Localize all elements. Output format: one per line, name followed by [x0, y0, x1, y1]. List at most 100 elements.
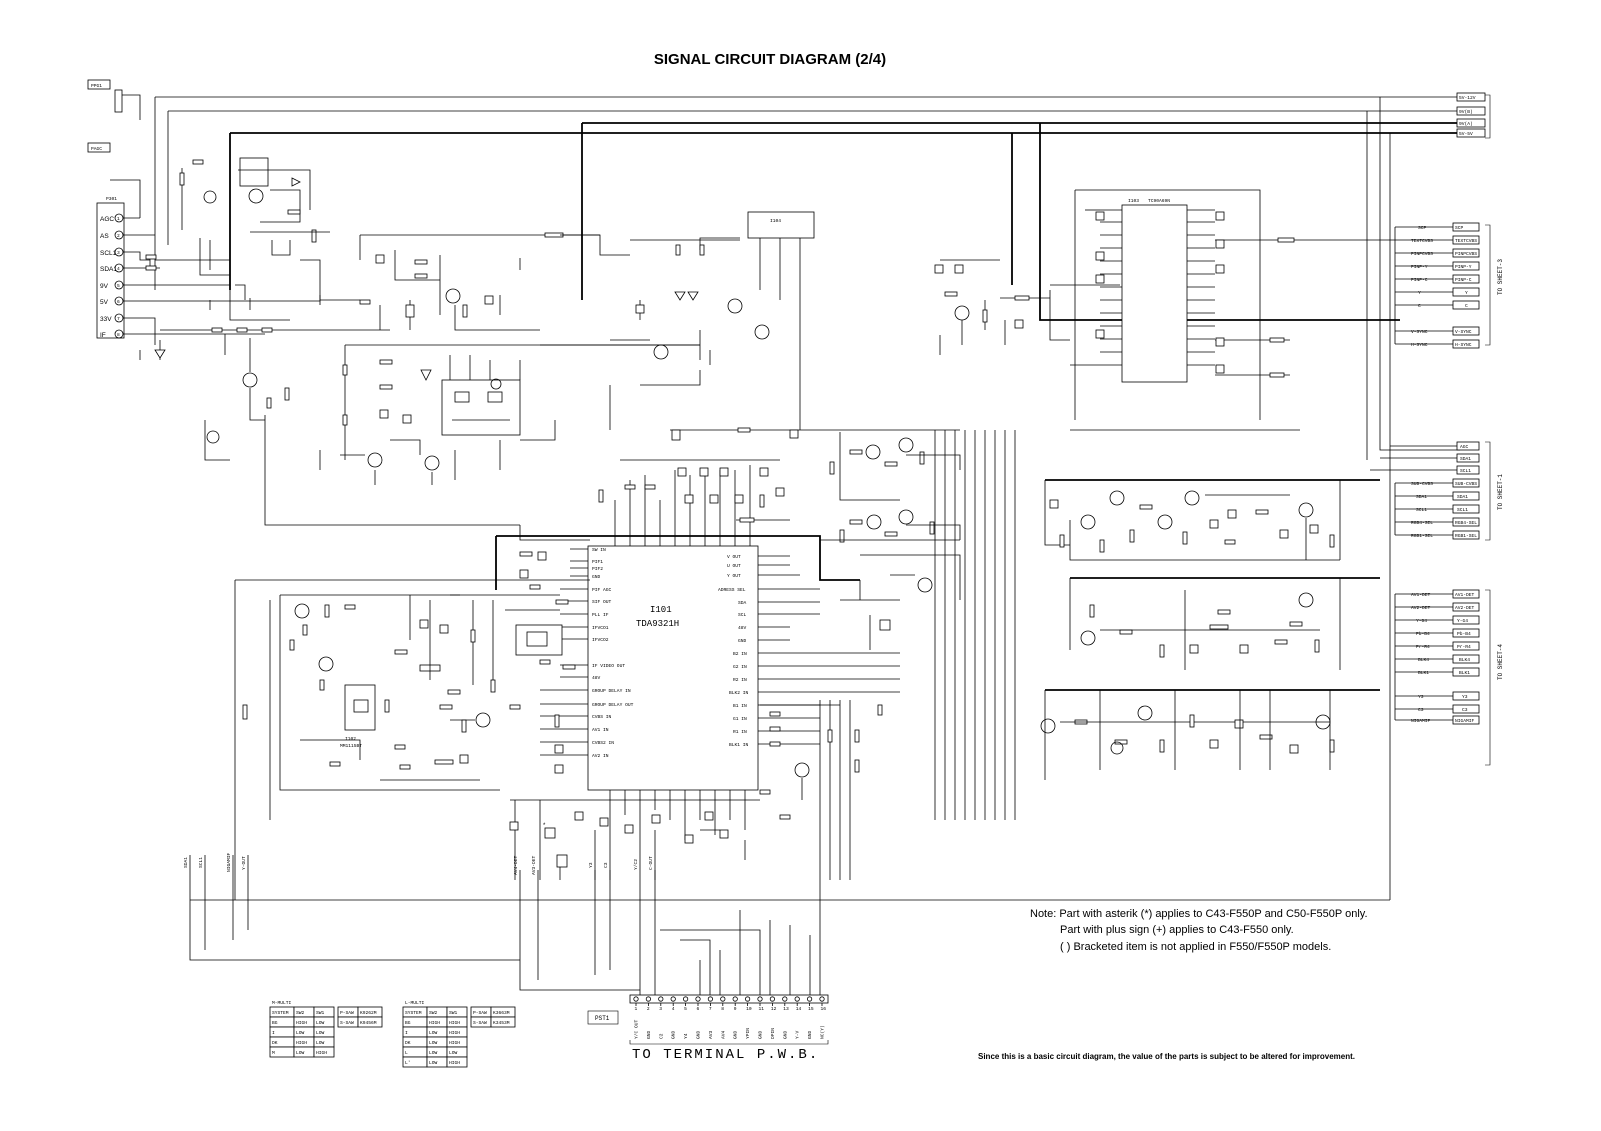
sheet4-signal-y-g4: Y-G4Y-G4	[1395, 615, 1480, 625]
svg-text:5V-12V: 5V-12V	[1459, 95, 1476, 101]
svg-text:U OUT: U OUT	[727, 563, 741, 569]
footer-disclaimer: Since this is a basic circuit diagram, t…	[978, 1052, 1355, 1061]
svg-text:P301: P301	[106, 196, 117, 202]
svg-text:9V: 9V	[100, 283, 109, 290]
table-header-cell: SW2	[296, 1010, 305, 1016]
svg-text:IF VIDEO OUT: IF VIDEO OUT	[592, 663, 625, 669]
bottom-label-sda1: SDA1	[183, 857, 189, 868]
svg-text:Pr-R4: Pr-R4	[1457, 644, 1471, 650]
table-cell: LOW	[316, 1020, 325, 1026]
terminal-pin-label: GND	[782, 1030, 788, 1039]
svg-text:I103: I103	[1128, 198, 1139, 204]
svg-text:Y-G4: Y-G4	[1416, 618, 1427, 624]
svg-text:SCL1: SCL1	[100, 250, 117, 257]
agc-transistors: I104	[540, 211, 815, 430]
svg-text:CVBS2 IN: CVBS2 IN	[592, 740, 614, 746]
saw-filter-region	[264, 344, 700, 541]
svg-text:PST1: PST1	[595, 1015, 610, 1022]
svg-text:V OUT: V OUT	[727, 554, 741, 560]
table-cell: HIGH	[296, 1020, 307, 1026]
svg-text:PPG1: PPG1	[91, 83, 102, 89]
svg-text:PIF AGC: PIF AGC	[592, 587, 612, 593]
table-cell: HIGH	[449, 1020, 460, 1026]
table-cell: LOW	[296, 1050, 305, 1056]
terminal-pin-number: 4	[672, 1006, 675, 1012]
terminal-pin-label: Y4	[683, 1033, 689, 1039]
terminal-pin-label: GND	[696, 1030, 702, 1039]
terminal-pin-label: GND	[733, 1030, 739, 1039]
sheet3-signal-y: YY	[1395, 287, 1480, 297]
svg-text:H-SYNC: H-SYNC	[1411, 342, 1428, 348]
terminal-pin-number: 9	[734, 1006, 737, 1012]
svg-text:Y OUT: Y OUT	[727, 573, 741, 579]
terminal-pin-number: 14	[796, 1006, 802, 1012]
svg-text:SW IN: SW IN	[592, 547, 606, 553]
svg-text:CVBS IN: CVBS IN	[592, 714, 612, 720]
svg-text:M-MULTI: M-MULTI	[272, 1000, 292, 1006]
svg-text:SIF OUT: SIF OUT	[592, 599, 612, 605]
svg-text:TO SHEET-1: TO SHEET-1	[1497, 474, 1504, 510]
table-cell: L'	[405, 1060, 411, 1066]
table-header-cell: SYSTEM	[272, 1010, 289, 1016]
svg-text:PIF2: PIF2	[592, 566, 603, 572]
table-cell: HIGH	[316, 1050, 327, 1056]
terminal-pin-number: 6	[697, 1006, 700, 1012]
svg-text:Pb-B4: Pb-B4	[1457, 631, 1471, 637]
sheet4-lower-amplifiers	[1040, 689, 1380, 780]
sheet1-signal-agc: AGC	[1390, 441, 1480, 451]
svg-text:PINPCVBS: PINPCVBS	[1455, 251, 1477, 257]
bottom-bus: SDA1 SCL1 NIGAMIF Y-OUT AV4-DET AV3-DET …	[183, 852, 821, 995]
svg-text:5: 5	[117, 283, 120, 289]
svg-text:4: 4	[117, 266, 120, 272]
terminal-pin-label: AV3	[708, 1030, 714, 1039]
svg-text:33V: 33V	[100, 316, 112, 323]
svg-text:IFVCO2: IFVCO2	[592, 637, 609, 643]
svg-text:SDA1: SDA1	[1460, 456, 1471, 462]
table-cell: LOW	[429, 1030, 438, 1036]
terminal-pin-label: GND	[646, 1030, 652, 1039]
table-cell: LOW	[449, 1050, 458, 1056]
svg-text:Y: Y	[1465, 290, 1468, 296]
svg-text:PAGC: PAGC	[91, 146, 102, 152]
sheet1-amplifiers	[1044, 479, 1380, 561]
if-amp-section	[139, 327, 390, 461]
svg-text:C: C	[1465, 303, 1468, 309]
svg-text:PINP-C: PINP-C	[1411, 277, 1428, 283]
terminal-pin: 1Y/C OUT	[633, 996, 640, 1039]
terminal-pin-number: 12	[771, 1006, 777, 1012]
table-cell: BG	[405, 1020, 411, 1026]
svg-text:RGB1-SEL: RGB1-SEL	[1455, 533, 1477, 539]
saw-part-cell: K3663M	[493, 1010, 510, 1016]
svg-text:SCP: SCP	[1418, 225, 1427, 231]
table-cell: LOW	[316, 1030, 325, 1036]
svg-text:TC90A69N: TC90A69N	[1148, 198, 1170, 204]
svg-text:B1 IN: B1 IN	[733, 703, 747, 709]
table-cell: I	[272, 1030, 275, 1036]
svg-text:RGB4-SEL: RGB4-SEL	[1411, 520, 1433, 526]
terminal-pin: 14Y-V	[794, 996, 802, 1039]
svg-text:2: 2	[117, 233, 120, 239]
terminal-pin-number: 16	[821, 1006, 827, 1012]
terminal-pin-number: 2	[647, 1006, 650, 1012]
svg-text:TO SHEET-4: TO SHEET-4	[1497, 644, 1504, 680]
svg-text:V-SYNC: V-SYNC	[1411, 329, 1428, 335]
svg-text:48V: 48V	[592, 675, 601, 681]
table-cell: I	[405, 1030, 408, 1036]
bottom-label-c-out: C-OUT	[648, 856, 654, 870]
saw-part-cell: K9262M	[360, 1010, 377, 1016]
terminal-pin: 3C2	[658, 996, 664, 1039]
table-cell: L	[405, 1050, 408, 1056]
table-cell: LOW	[316, 1040, 325, 1046]
terminal-pin-label: AV4	[720, 1030, 726, 1039]
table-cell: HIGH	[449, 1060, 460, 1066]
